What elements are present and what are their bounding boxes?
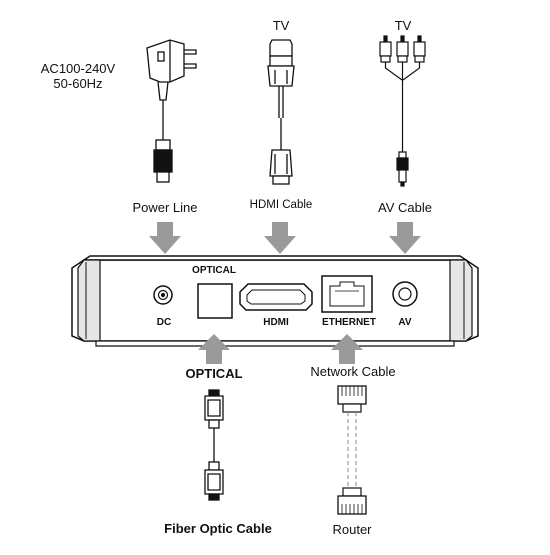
hdmi-plug-icon — [267, 39, 295, 185]
hdmi-cable-label: HDMI Cable — [250, 199, 313, 211]
hdmi-arrow-icon — [264, 222, 296, 254]
port-hdmi-label: HDMI — [263, 317, 289, 328]
arrows-down — [149, 222, 421, 254]
dc-plug-icon — [153, 285, 173, 305]
fiber-optic-cable-label: Fiber Optic Cable — [164, 521, 272, 536]
rca-plugs-icon — [379, 35, 426, 187]
hdmi-tv-label: TV — [273, 18, 290, 33]
optical-label: OPTICAL — [185, 366, 242, 381]
av-arrow-icon — [389, 222, 421, 254]
fiber-optic-plug-icon — [204, 389, 224, 501]
power-spec-frequency: 50-60Hz — [53, 76, 102, 91]
rj45-plug-icon — [337, 385, 367, 515]
av-tv-label: TV — [395, 18, 412, 33]
power-spec-voltage: AC100-240V — [41, 61, 116, 76]
port-av-label: AV — [398, 317, 411, 328]
power-line-label: Power Line — [132, 200, 197, 215]
av-port — [392, 281, 418, 307]
optical-arrow-icon — [198, 334, 230, 364]
ethernet-port — [321, 275, 373, 313]
optical-port — [197, 283, 233, 319]
arrows-up — [198, 334, 363, 364]
av-cable-label: AV Cable — [378, 200, 432, 215]
network-arrow-icon — [331, 334, 363, 364]
hdmi-port — [239, 283, 313, 311]
network-cable-label: Network Cable — [310, 364, 395, 379]
power-arrow-icon — [149, 222, 181, 254]
power-plug-icon — [146, 39, 197, 183]
router-label: Router — [332, 522, 372, 537]
port-dc-label: DC — [157, 317, 171, 328]
port-ethernet-label: ETHERNET — [322, 317, 376, 328]
port-optical-label: OPTICAL — [192, 265, 236, 276]
